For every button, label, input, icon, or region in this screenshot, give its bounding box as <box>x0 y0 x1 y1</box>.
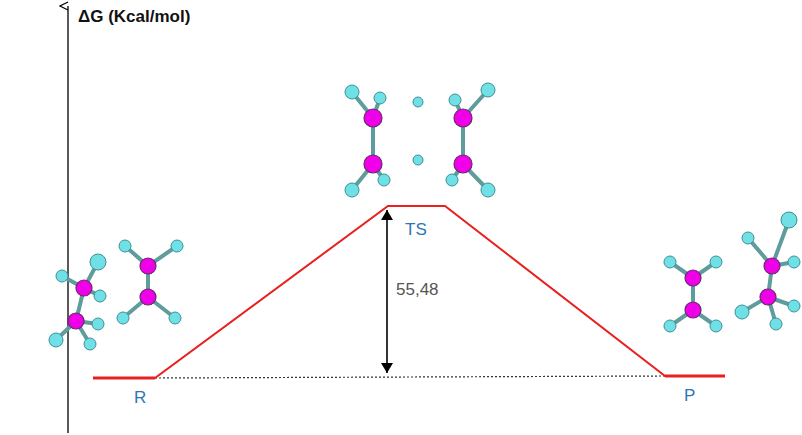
reactant-level <box>93 377 155 380</box>
reference-line <box>155 376 665 378</box>
reaction-path <box>93 206 725 378</box>
hydrogen-atoms <box>49 83 800 350</box>
state-label: TS <box>405 221 427 240</box>
state-label: R <box>134 389 146 408</box>
state-label: P <box>684 387 695 406</box>
y-axis <box>67 6 68 433</box>
carbon-atoms <box>68 109 780 329</box>
bonds <box>56 90 794 344</box>
axis-title: ΔG (Kcal/mol) <box>78 8 190 27</box>
product-level <box>665 375 725 378</box>
barrier-arrow <box>386 210 388 373</box>
barrier-value: 55,48 <box>396 281 439 300</box>
